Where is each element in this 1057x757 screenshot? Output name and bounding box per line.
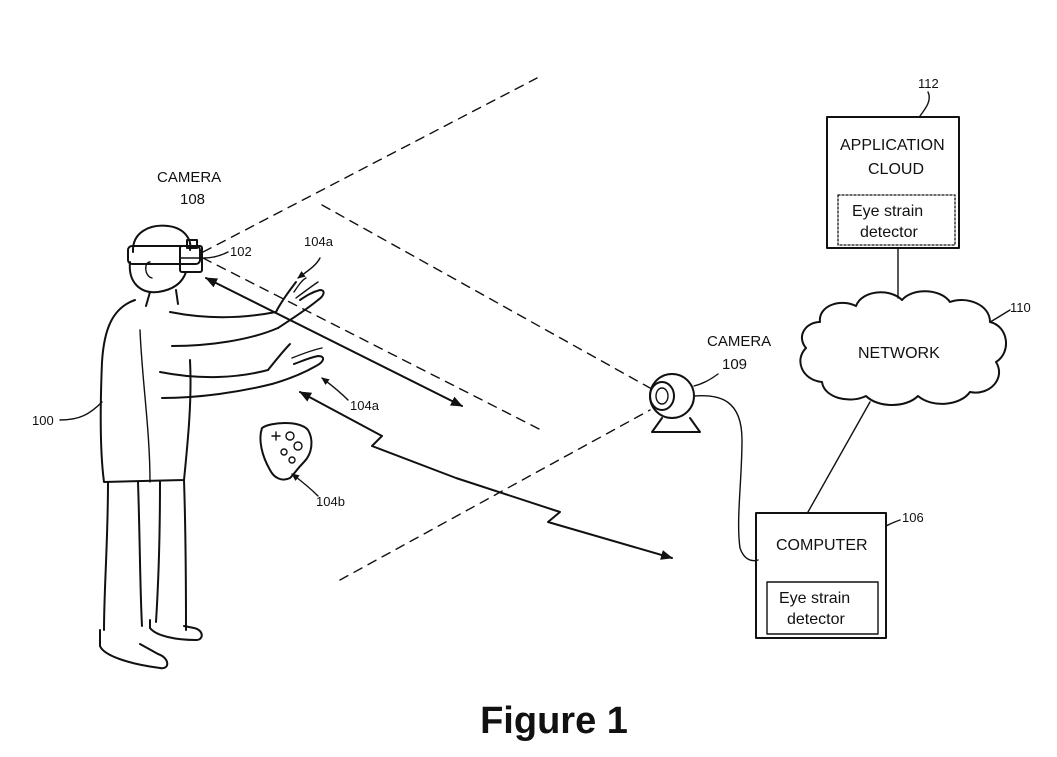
computer-title: COMPUTER	[776, 537, 868, 554]
external-camera-icon	[649, 373, 759, 562]
controller-ref: 104b	[316, 494, 345, 509]
figure-caption: Figure 1	[480, 700, 628, 742]
cloud-detector-line1: Eye strain	[852, 203, 923, 220]
cloud-title-line2: CLOUD	[868, 161, 924, 178]
hand-lower	[267, 343, 324, 385]
computer-detector-line2: detector	[787, 611, 845, 628]
hmd-ref: 102	[230, 244, 252, 259]
computer-ref: 106	[902, 510, 924, 525]
external-camera-field-of-view	[321, 204, 651, 581]
hand-upper-ref: 104a	[304, 234, 334, 249]
hand-lower-ref: 104a	[350, 398, 380, 413]
leader-lines	[59, 91, 1011, 527]
external-camera-ref: 109	[722, 356, 747, 373]
wireless-signal	[299, 391, 673, 560]
head-camera-icon	[186, 239, 198, 249]
hand-upper	[275, 277, 325, 329]
cloud-ref: 112	[918, 76, 939, 91]
head-camera-ref: 108	[180, 191, 205, 208]
hmd-headset	[127, 245, 203, 273]
network-ref: 110	[1010, 300, 1031, 315]
computer-detector-line1: Eye strain	[779, 590, 850, 607]
user-figure	[99, 224, 325, 670]
game-controller-icon	[259, 422, 313, 481]
hmd-camera-field-of-view	[202, 77, 546, 433]
cloud-title-line1: APPLICATION	[840, 137, 945, 154]
user-ref: 100	[32, 413, 54, 428]
computer-box	[755, 512, 887, 639]
application-cloud-box	[826, 116, 960, 249]
network-label: NETWORK	[858, 345, 940, 362]
cloud-detector-line2: detector	[860, 224, 918, 241]
head-camera-title: CAMERA	[157, 169, 221, 186]
external-camera-title: CAMERA	[707, 333, 771, 350]
